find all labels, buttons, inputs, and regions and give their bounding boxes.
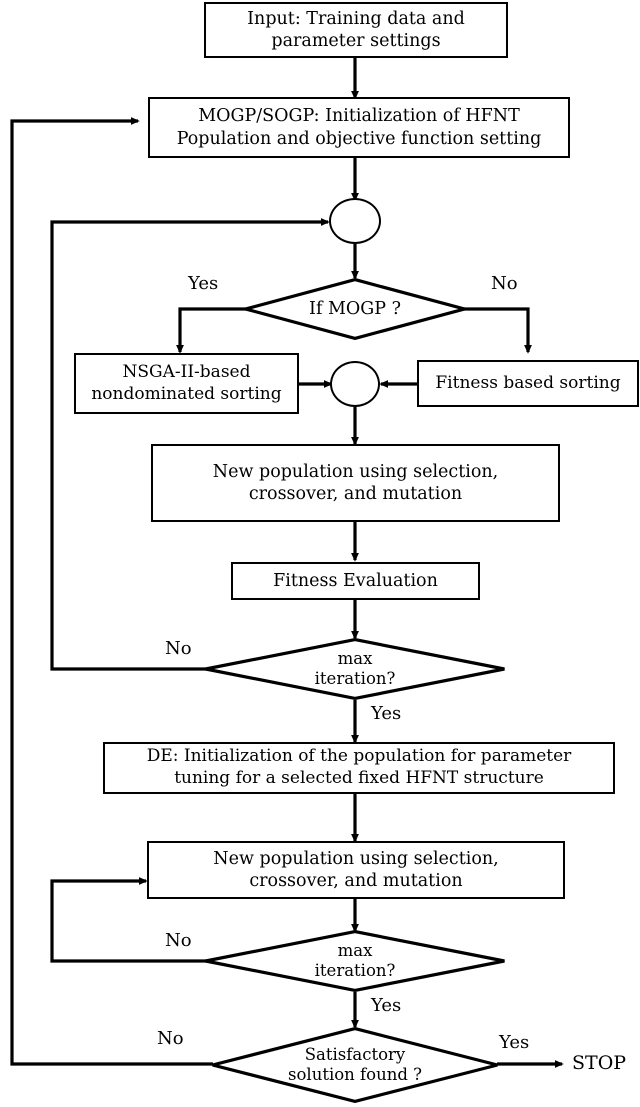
edge-label-mogp-no: No bbox=[491, 273, 518, 294]
node-de-init-line1: DE: Initialization of the population for… bbox=[146, 746, 572, 767]
node-new-population-2-line2: crossover, and mutation bbox=[249, 871, 463, 891]
edge-label-max-iter-1-yes: Yes bbox=[371, 703, 402, 724]
node-fitness-evaluation: Fitness Evaluation bbox=[231, 562, 480, 600]
connector-circle-middle bbox=[330, 361, 380, 407]
node-new-population-1-line2: crossover, and mutation bbox=[248, 484, 463, 504]
node-de-init: DE: Initialization of the population for… bbox=[103, 742, 615, 794]
node-init-gp-line2: Population and objective function settin… bbox=[176, 128, 542, 149]
node-max-iteration-2: max iteration? bbox=[204, 930, 506, 992]
node-max-iteration-2-line1: max bbox=[337, 941, 373, 961]
node-max-iteration-1-line1: max bbox=[337, 649, 373, 669]
edge-label-max-iter-2-yes: Yes bbox=[371, 995, 402, 1016]
node-new-population-1: New population using selection, crossove… bbox=[151, 444, 560, 522]
node-new-population-2: New population using selection, crossove… bbox=[147, 841, 565, 899]
node-nsga: NSGA-II-based nondominated sorting bbox=[74, 353, 299, 414]
node-satisfactory-line2: solution found ? bbox=[288, 1065, 422, 1084]
node-new-population-2-line1: New population using selection, bbox=[213, 848, 499, 869]
edge-label-max-iter-1-no: No bbox=[165, 638, 192, 659]
node-fitness-evaluation-line1: Fitness Evaluation bbox=[273, 570, 438, 591]
edge-label-satisfactory-yes: Yes bbox=[499, 1032, 530, 1053]
node-fitness-sorting-line1: Fitness based sorting bbox=[435, 372, 621, 393]
node-max-iteration-2-line2: iteration? bbox=[314, 961, 396, 980]
node-max-iteration-1: max iteration? bbox=[204, 638, 506, 700]
node-nsga-line1: NSGA-II-based bbox=[122, 361, 251, 382]
node-init-gp-line1: MOGP/SOGP: Initialization of HFNT bbox=[198, 106, 520, 127]
node-init-gp: MOGP/SOGP: Initialization of HFNT Popula… bbox=[148, 97, 570, 158]
node-de-init-line2: tuning for a selected fixed HFNT structu… bbox=[174, 768, 544, 788]
node-stop: STOP bbox=[572, 1052, 627, 1074]
node-if-mogp-line1: If MOGP ? bbox=[309, 298, 401, 319]
node-nsga-line2: nondominated sorting bbox=[91, 383, 282, 404]
connector-circle-top bbox=[329, 198, 381, 244]
edge-label-max-iter-2-no: No bbox=[165, 930, 192, 951]
node-input: Input: Training data and parameter setti… bbox=[204, 2, 508, 58]
edge-label-mogp-yes: Yes bbox=[188, 273, 219, 294]
node-input-line2: parameter settings bbox=[271, 31, 441, 51]
node-max-iteration-1-line2: iteration? bbox=[314, 669, 396, 688]
node-satisfactory: Satisfactory solution found ? bbox=[211, 1027, 499, 1103]
node-if-mogp: If MOGP ? bbox=[244, 278, 466, 340]
node-input-line1: Input: Training data and bbox=[247, 8, 465, 29]
node-new-population-1-line1: New population using selection, bbox=[212, 461, 499, 482]
node-fitness-sorting: Fitness based sorting bbox=[417, 360, 639, 407]
edge-label-satisfactory-no: No bbox=[157, 1028, 184, 1049]
node-satisfactory-line1: Satisfactory bbox=[304, 1045, 406, 1065]
